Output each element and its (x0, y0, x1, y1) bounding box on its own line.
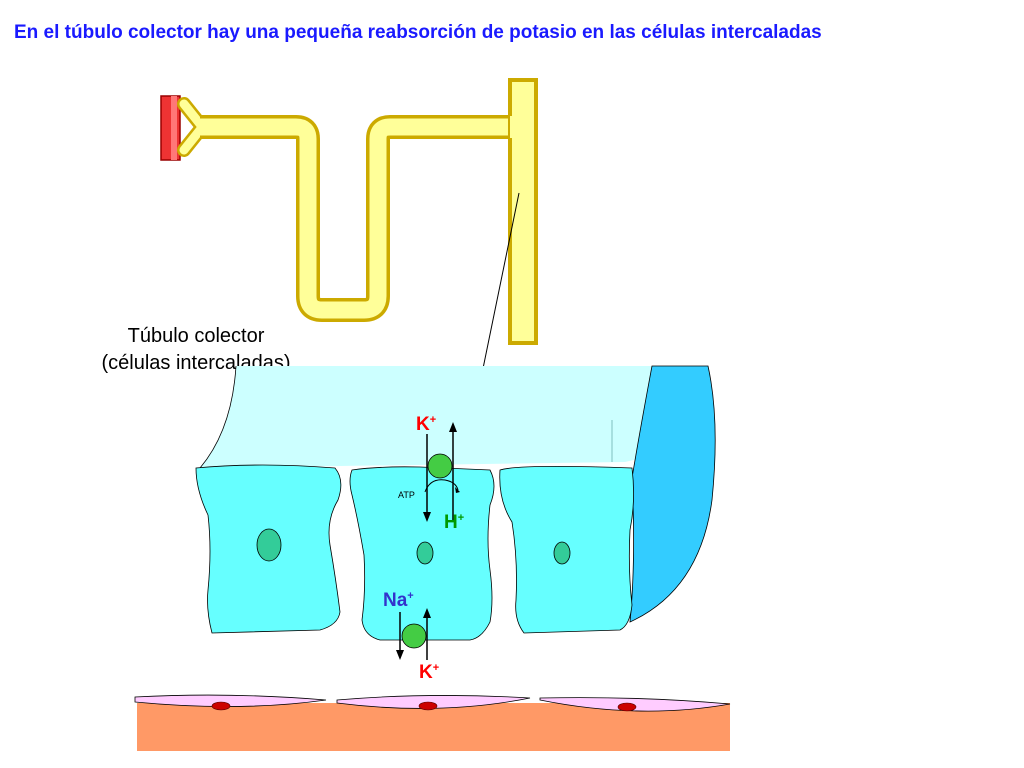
nucleus-center (416, 541, 434, 565)
endothelial-cell-3 (539, 697, 731, 712)
collecting-duct-epithelium (195, 365, 716, 641)
atpase-pump (427, 453, 453, 479)
atp-curved-arrow (424, 479, 459, 493)
ion-label-k-bottom: K+ (419, 662, 439, 683)
na-k-pump-circle (401, 623, 427, 649)
ion-label-h: H+ (444, 512, 464, 533)
nucleus-left (256, 528, 282, 562)
tubule-wall (629, 365, 716, 623)
nephron-tubule (160, 78, 538, 345)
convoluted-tubule (200, 115, 520, 322)
tubule-lumen (200, 366, 708, 468)
interstitium (134, 694, 731, 751)
ion-label-k-top: K+ (416, 414, 436, 435)
atp-label: ATP (398, 490, 415, 500)
tubule-label-line1: Túbulo colector (128, 325, 265, 347)
zoom-pointer-line (478, 192, 520, 389)
endothelial-cell-1 (134, 694, 327, 707)
endothelial-nucleus-3 (617, 702, 637, 712)
endothelial-nucleus-2 (418, 701, 438, 711)
nucleus-right (553, 541, 571, 565)
slide-title: En el túbulo colector hay una pequeña re… (14, 22, 822, 43)
endothelial-nucleus-1 (211, 701, 231, 711)
h-k-atpase: ATP (398, 422, 460, 522)
endothelial-cell-2 (336, 695, 531, 709)
glomerulus-highlight (171, 96, 177, 160)
collecting-duct (508, 78, 538, 345)
ion-label-na: Na+ (383, 590, 414, 611)
na-k-pump (396, 608, 431, 660)
